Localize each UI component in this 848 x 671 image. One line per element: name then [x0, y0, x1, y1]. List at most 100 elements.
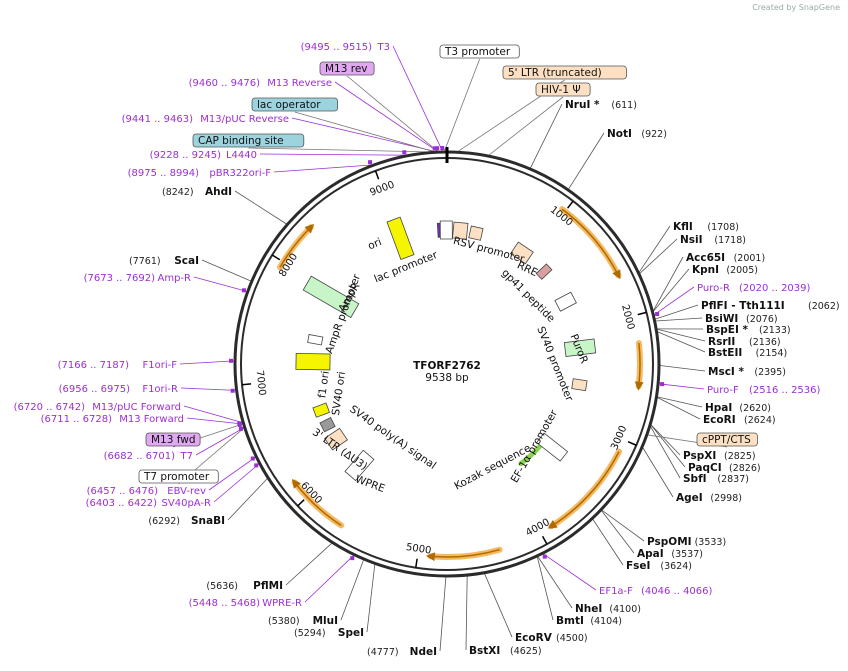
- callout-line: [392, 45, 443, 152]
- sv40ori-block: [312, 402, 330, 418]
- primer-label: M13 Forward: [119, 414, 184, 425]
- primer-range: (2020 .. 2039): [739, 283, 811, 294]
- tick-mark: [241, 383, 252, 386]
- callout-line: [592, 519, 624, 566]
- primer-range: (5448 .. 5468): [189, 598, 261, 609]
- orf-arc-arrow: [561, 208, 621, 280]
- primer-label: T7: [180, 451, 193, 462]
- callout-line: [195, 427, 245, 456]
- callout-line: [201, 259, 251, 282]
- primer-site: [402, 150, 407, 155]
- enzyme-star: *: [590, 99, 600, 111]
- hiv-psi-block: [468, 225, 484, 241]
- enzyme-pos: (2136): [749, 337, 781, 348]
- enzyme-pos: (2826): [729, 463, 761, 474]
- feature-box: [696, 432, 758, 447]
- enzyme-pos: (4777): [367, 647, 399, 658]
- feature-glyphs: [229, 146, 665, 561]
- enzyme-label: BstXI: [469, 645, 500, 657]
- enzyme-pos: (2837): [717, 474, 749, 485]
- enzyme-star: *: [735, 366, 745, 378]
- callout-line: [642, 447, 674, 498]
- enzyme-name: FseI: [626, 560, 650, 572]
- callout-line: [657, 397, 701, 420]
- orf-arc-arrow: [279, 223, 315, 268]
- ltr3-block: [324, 427, 348, 451]
- callout-line: [655, 304, 699, 320]
- callout-line: [543, 553, 597, 591]
- feature-box: [502, 65, 627, 80]
- primer-label: SV40pA-R: [162, 498, 211, 509]
- enzyme-name: ApaI: [637, 548, 664, 560]
- enzyme-label: BstEII: [708, 347, 742, 359]
- inner-feature-label: SV40 ori: [330, 371, 348, 416]
- callout-line: [484, 573, 513, 638]
- lac-promoter-block: [439, 220, 453, 240]
- enzyme-label: FseI: [626, 560, 650, 572]
- rre-block: [509, 241, 534, 265]
- tick-label: 5000: [405, 542, 432, 557]
- callout-line: [657, 331, 706, 353]
- enzyme-name: SpeI: [338, 627, 364, 639]
- callout-line: [639, 238, 678, 274]
- enzyme-label: MluI: [313, 615, 338, 627]
- enzyme-pos: (2001): [734, 253, 766, 264]
- snapgene-credit: Created by SnapGene: [752, 3, 840, 12]
- callout-line: [530, 103, 563, 169]
- primer-site: [250, 456, 255, 461]
- primer-label: EF1a-F: [599, 586, 633, 597]
- enzyme-label: AhdI: [205, 186, 232, 198]
- callout-line: [444, 58, 481, 152]
- callout-line: [340, 559, 364, 621]
- enzyme-name: KpnI: [692, 264, 719, 276]
- callout-line: [650, 424, 686, 468]
- primer-site: [350, 556, 355, 561]
- enzyme-label: NruI *: [565, 99, 600, 111]
- feature-box: [138, 469, 219, 484]
- tick-label: 7000: [254, 370, 268, 396]
- enzyme-label: NotI: [607, 128, 632, 140]
- feature-box: [535, 82, 591, 97]
- enzyme-pos: (5294): [294, 628, 326, 639]
- enzyme-pos: (6292): [148, 516, 180, 527]
- ori-block: [386, 216, 415, 261]
- enzyme-name: HpaI: [705, 402, 732, 414]
- enzyme-name: BmtI: [556, 615, 584, 627]
- sv40-promoter-block: [554, 291, 577, 312]
- callout-line: [488, 96, 564, 156]
- enzyme-name: PspXI: [683, 450, 716, 462]
- primer-site: [254, 463, 259, 468]
- primer-site: [432, 146, 437, 151]
- primer-site: [655, 312, 660, 317]
- callout-line: [334, 81, 438, 152]
- enzyme-pos: (2998): [710, 493, 742, 504]
- enzyme-name: PaqCI: [688, 462, 722, 474]
- enzyme-label: KpnI: [692, 264, 719, 276]
- feature-box-label: lac operator: [257, 99, 321, 111]
- enzyme-name: PspOMI: [647, 536, 692, 548]
- sv40pa-block: [319, 416, 336, 433]
- primer-range: (6403 .. 6422): [86, 498, 158, 509]
- enzyme-label: BspEI *: [706, 324, 749, 336]
- enzyme-label: SpeI: [338, 627, 364, 639]
- tick-mark: [637, 311, 647, 316]
- enzyme-pos: (3533): [695, 537, 727, 548]
- enzyme-name: RsrII: [708, 336, 735, 348]
- ampr-block: [302, 275, 360, 319]
- callout-line: [439, 576, 447, 652]
- enzyme-pos: (2005): [726, 265, 758, 276]
- primer-label: Puro-F: [707, 385, 739, 396]
- enzyme-name: Acc65I: [686, 252, 725, 264]
- inner-feature-label: ori: [366, 236, 383, 252]
- primer-range: (8975 .. 8994): [128, 168, 200, 179]
- enzyme-name: MluI: [313, 615, 338, 627]
- enzyme-star: *: [739, 324, 749, 336]
- primer-range: (9495 .. 9515): [301, 42, 373, 53]
- enzyme-pos: (3537): [671, 549, 703, 560]
- callout-line: [304, 555, 354, 603]
- primer-range: (4046 .. 4066): [641, 586, 713, 597]
- enzyme-pos: (8242): [162, 187, 194, 198]
- callout-line: [294, 111, 434, 152]
- feature-box: [192, 133, 305, 148]
- callout-line: [659, 365, 706, 372]
